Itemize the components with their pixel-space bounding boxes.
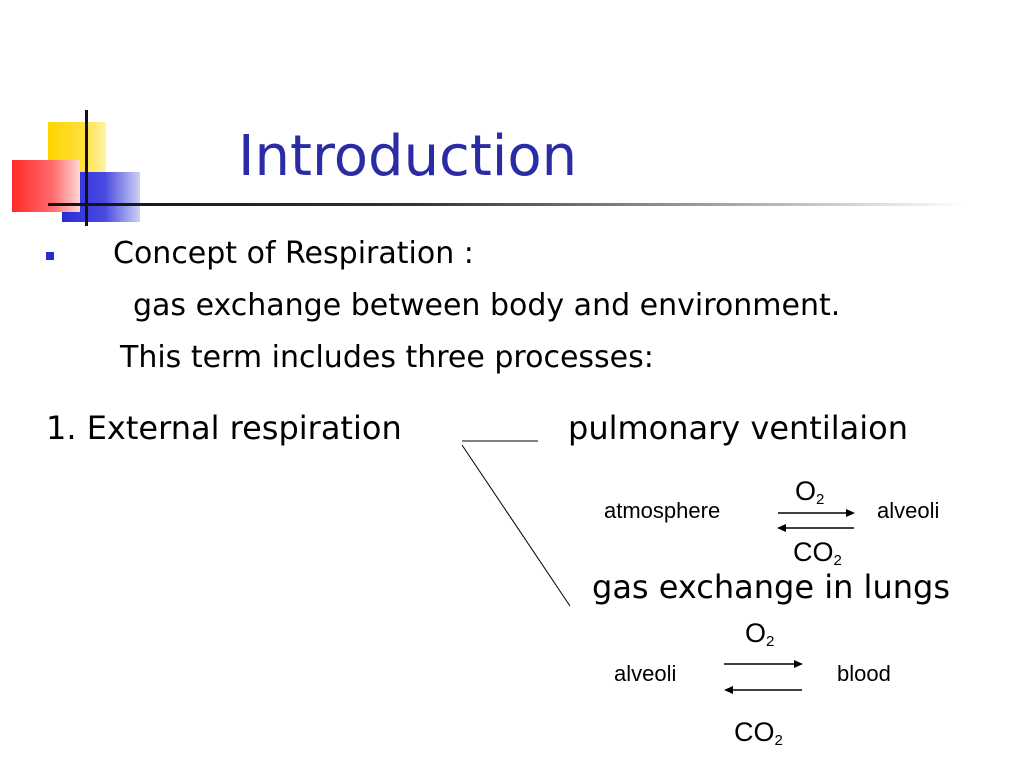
bullet-text: Concept of Respiration : [113, 236, 474, 271]
exchange2-right: blood [837, 661, 891, 686]
branch-gas-exchange: gas exchange in lungs [592, 568, 950, 606]
definition-line: gas exchange between body and environmen… [133, 288, 841, 323]
exchange1-top-gas: O2 [795, 476, 825, 508]
exchange1-right: alveoli [877, 498, 940, 523]
exchange1-left: atmosphere [604, 498, 721, 523]
arrow-o2-2-head [794, 660, 803, 668]
title-divider [48, 203, 968, 206]
branch-line-diagonal [461, 444, 571, 607]
exchange1-bottom-gas: CO2 [793, 537, 842, 569]
arrow-o2-1-head [846, 509, 855, 517]
exchange2-bottom-gas: CO2 [734, 717, 783, 749]
arrow-co2-1-head [777, 524, 786, 532]
arrow-co2-2-head [724, 686, 733, 694]
logo-vertical-line [85, 110, 88, 226]
processes-line: This term includes three processes: [120, 340, 654, 375]
branch-pulmonary-ventilation: pulmonary ventilaion [568, 409, 908, 447]
page-title: Introduction [238, 124, 578, 189]
process-1-label: 1. External respiration [46, 409, 402, 447]
exchange2-left: alveoli [614, 661, 677, 686]
exchange2-top-gas: O2 [745, 618, 775, 650]
bullet-icon [46, 252, 54, 260]
